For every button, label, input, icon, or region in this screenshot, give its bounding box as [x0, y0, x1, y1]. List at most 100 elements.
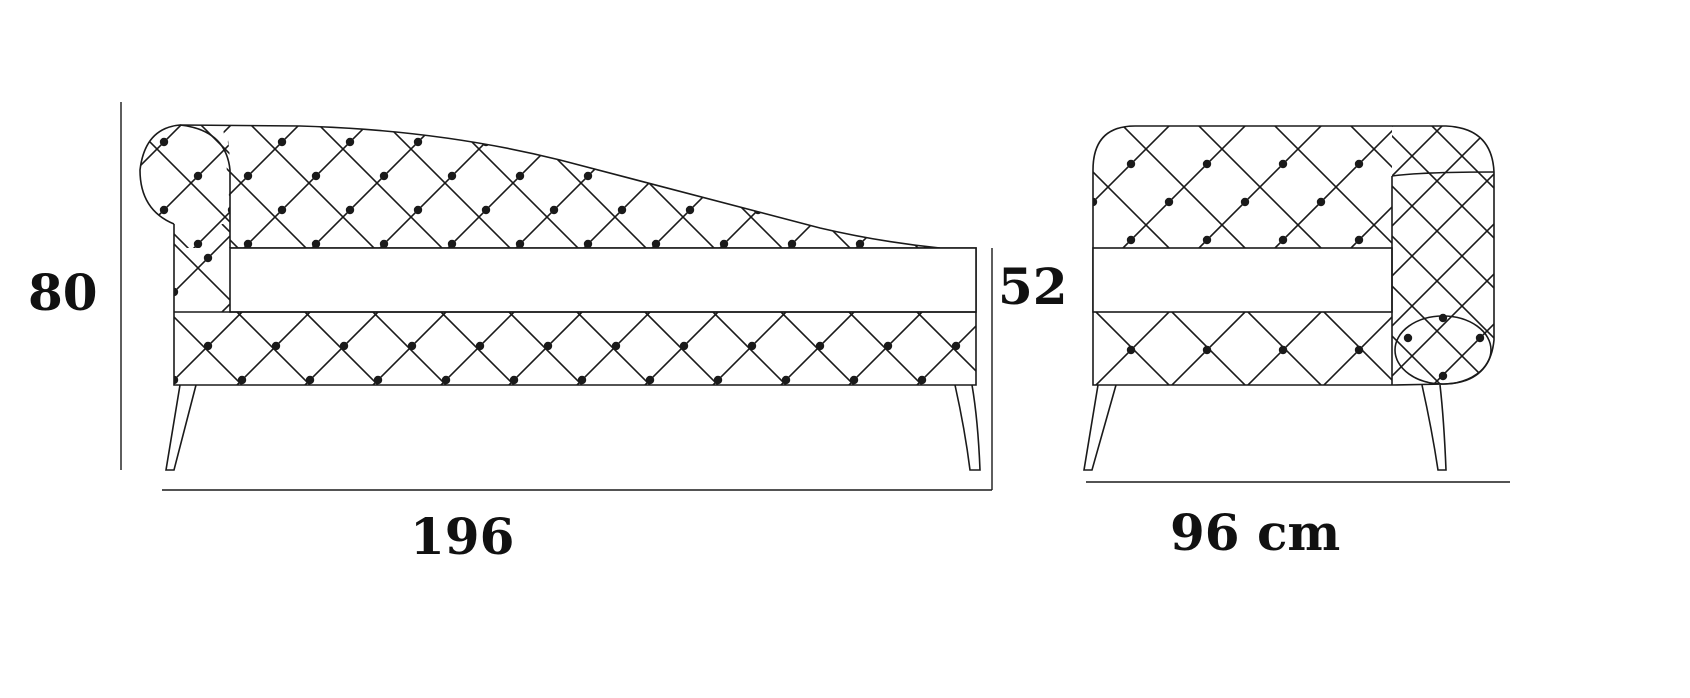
tuft-button [1164, 197, 1174, 207]
tuft-button [889, 205, 899, 215]
tuft-button [1202, 159, 1212, 169]
tuft-line [0, 108, 130, 258]
tuft-line [174, 224, 175, 226]
tuft-button [1316, 197, 1326, 207]
tuft-button [1403, 333, 1413, 343]
tuft-button [1278, 235, 1288, 245]
tuft-line [174, 310, 175, 312]
tuft-button [271, 341, 281, 351]
tuft-line [1481, 126, 1494, 384]
tuft-line [1392, 126, 1443, 384]
tuft-button [243, 171, 253, 181]
depth-label: 96 cm [1170, 503, 1341, 562]
tuft-button [951, 341, 961, 351]
tuft-button [407, 341, 417, 351]
tuft-line [0, 108, 130, 258]
tuft-button [203, 253, 213, 263]
tuft-line [913, 125, 940, 248]
tuft-button [126, 172, 134, 180]
tuft-button [441, 375, 451, 385]
tuft-button [1475, 333, 1485, 343]
tuft-button [787, 239, 797, 248]
sofa-drawing [0, 108, 1495, 471]
tuft-button [583, 239, 593, 248]
tuft-button [227, 205, 230, 215]
tuft-button [1278, 159, 1288, 169]
tuft-line [174, 312, 175, 314]
tuft-line [913, 125, 940, 248]
tuft-button [475, 341, 485, 351]
tuft-button [855, 171, 865, 181]
tuft-line [845, 125, 940, 248]
tuft-line [1093, 126, 1094, 248]
tuft-line [1392, 126, 1493, 384]
tuft-button [373, 375, 383, 385]
tuft-button [543, 341, 553, 351]
tuft-button [645, 375, 655, 385]
front-seat-cushion [1092, 247, 1393, 313]
side-top-outline [139, 124, 941, 249]
side-seat-cushion [229, 247, 977, 313]
tuft-line [1093, 126, 1094, 248]
tuft-line [1093, 312, 1094, 314]
tuft-button [515, 171, 525, 181]
tuft-button [515, 239, 525, 248]
tuft-button [379, 171, 389, 181]
side-leg-right [954, 384, 981, 471]
tuft-line [1350, 126, 1392, 248]
tuft-button [617, 137, 627, 147]
tuft-button [237, 375, 247, 385]
tuft-button [509, 375, 519, 385]
tuft-line [140, 125, 230, 248]
tuft-button [277, 205, 287, 215]
tuft-button [923, 171, 933, 181]
tuft-button [1202, 235, 1212, 245]
tuft-button [1438, 371, 1448, 381]
tuft-button [379, 239, 389, 248]
tuft-button [747, 341, 757, 351]
tuft-button [159, 137, 169, 147]
tuft-line [845, 125, 940, 248]
tuft-line [1392, 126, 1494, 384]
tuft-button [413, 137, 423, 147]
side-arm-roll-outline [179, 124, 231, 248]
length-label: 196 [410, 507, 515, 566]
tuft-button [617, 205, 627, 215]
tuft-line [1392, 126, 1494, 384]
tuft-button [1126, 345, 1136, 355]
tuft-button [227, 137, 230, 147]
tuft-button [159, 205, 169, 215]
tuft-line [174, 383, 175, 385]
tuft-button [193, 239, 203, 248]
front-leg-right [1421, 384, 1447, 471]
tuft-line [174, 234, 230, 294]
tuft-button [126, 240, 134, 248]
tuft-button [889, 137, 899, 147]
tuft-button [1126, 235, 1136, 245]
side-base-tufting [174, 312, 976, 385]
tuft-button [781, 375, 791, 385]
seat-height-label: 52 [998, 257, 1068, 316]
front-back-tufting [1093, 126, 1392, 248]
tuft-button [679, 341, 689, 351]
tuft-line [1481, 126, 1494, 384]
tuft-button [611, 341, 621, 351]
dimension-lines [120, 102, 1510, 491]
tuft-button [1126, 159, 1136, 169]
tuft-line [1274, 126, 1392, 248]
tuft-button [1438, 313, 1448, 323]
tuft-line [1431, 126, 1494, 384]
tuft-button [413, 205, 423, 215]
tuft-button [311, 171, 321, 181]
tuft-line [223, 125, 317, 248]
tuft-button [549, 205, 559, 215]
tuft-button [753, 137, 763, 147]
tuft-button [713, 375, 723, 385]
tuft-button [311, 239, 321, 248]
tuft-button [685, 137, 695, 147]
tuft-button [787, 171, 797, 181]
tuft-button [549, 137, 559, 147]
tuft-button [815, 341, 825, 351]
tuft-button [345, 205, 355, 215]
